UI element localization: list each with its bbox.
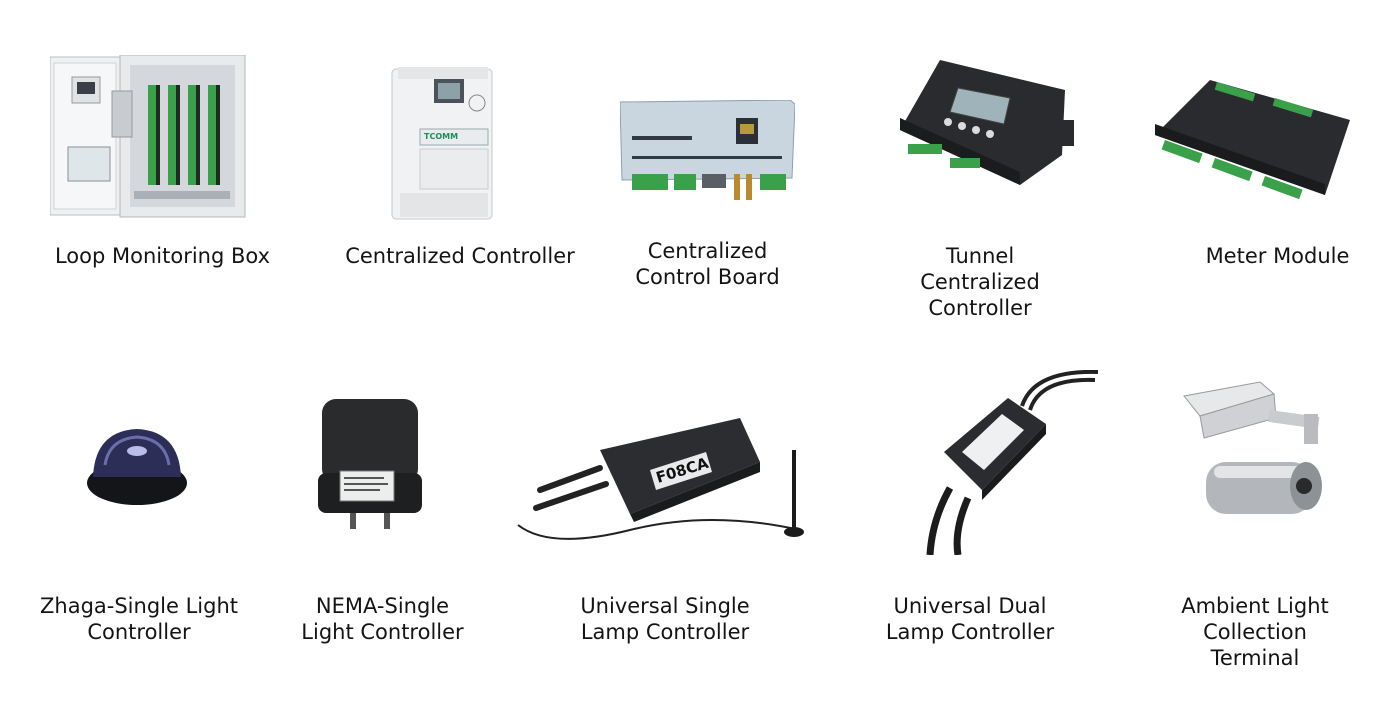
caption-centralized-controller: Centralized Controller	[340, 243, 580, 269]
caption-line: Universal Dual	[893, 594, 1047, 618]
nema-controller-image	[310, 395, 430, 535]
caption-line: Collection	[1203, 620, 1307, 644]
caption-line: Lamp Controller	[885, 620, 1055, 644]
caption-centralized-control-board: Centralized Control Board	[620, 238, 795, 290]
caption-line: Controller	[928, 296, 1032, 320]
caption-line: Meter Module	[1205, 244, 1350, 268]
caption-zhaga-controller: Zhaga-Single Light Controller	[30, 593, 248, 645]
caption-line: Controller	[87, 620, 191, 644]
caption-line: Terminal	[1210, 646, 1300, 670]
caption-nema-controller: NEMA-Single Light Controller	[290, 593, 475, 645]
caption-universal-single-lamp-controller: Universal Single Lamp Controller	[570, 593, 760, 645]
caption-universal-dual-lamp-controller: Universal Dual Lamp Controller	[875, 593, 1065, 645]
caption-line: Tunnel	[945, 244, 1015, 268]
caption-line: Centralized	[920, 270, 1040, 294]
caption-meter-module: Meter Module	[1195, 243, 1360, 269]
loop-monitoring-box-image	[50, 55, 250, 220]
centralized-control-board-image	[620, 100, 795, 205]
ambient-light-terminal-image	[1180, 380, 1340, 525]
caption-line: Universal Single	[580, 594, 750, 618]
caption-line: Lamp Controller	[580, 620, 750, 644]
zhaga-controller-image	[85, 425, 190, 510]
caption-line: Centralized	[647, 239, 768, 263]
caption-line: Light Controller	[301, 620, 464, 644]
universal-single-lamp-controller-image: F08CA	[510, 410, 810, 545]
tunnel-centralized-controller-image	[890, 60, 1075, 190]
controller-brand-text: TCOMM	[424, 132, 458, 141]
centralized-controller-image: TCOMM	[390, 65, 495, 225]
caption-line: Centralized Controller	[345, 244, 575, 268]
caption-line: Zhaga-Single Light	[40, 594, 238, 618]
caption-line: NEMA-Single	[315, 594, 450, 618]
universal-dual-lamp-controller-image	[910, 370, 1100, 555]
caption-line: Control Board	[635, 265, 780, 289]
caption-tunnel-centralized-controller: Tunnel Centralized Controller	[905, 243, 1055, 321]
caption-ambient-light-terminal: Ambient Light Collection Terminal	[1170, 593, 1340, 671]
meter-module-image	[1155, 80, 1355, 200]
caption-line: Loop Monitoring Box	[54, 244, 271, 268]
caption-line: Ambient Light	[1181, 594, 1329, 618]
caption-loop-monitoring-box: Loop Monitoring Box	[50, 243, 275, 269]
